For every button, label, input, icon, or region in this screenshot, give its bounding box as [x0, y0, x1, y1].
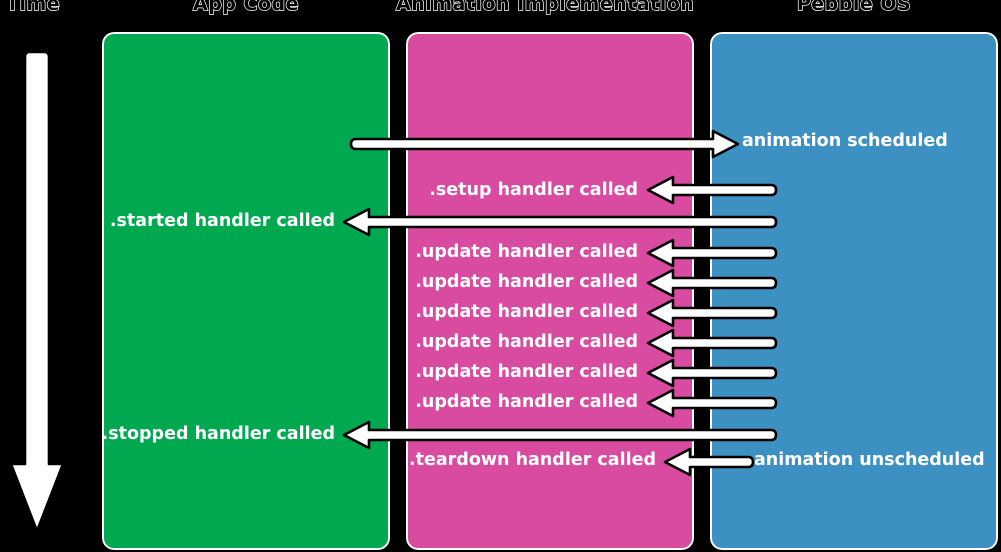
lane-pebble-os [708, 30, 1000, 552]
event-label-update-handler-5: .update handler called [415, 362, 638, 382]
event-label-teardown-handler: .teardown handler called [408, 450, 656, 470]
event-label-animation-scheduled: animation scheduled [742, 131, 948, 151]
event-label-started-handler: .started handler called [109, 211, 335, 231]
lane-app-code [100, 30, 392, 552]
lane-animation-implementation [404, 30, 696, 552]
event-label-animation-unscheduled: animation unscheduled [754, 450, 985, 470]
event-label-stopped-handler: .stopped handler called [101, 424, 335, 444]
event-label-update-handler-1: .update handler called [415, 242, 638, 262]
event-label-update-handler-4: .update handler called [415, 332, 638, 352]
event-label-update-handler-3: .update handler called [415, 302, 638, 322]
column-header-app-code: App Code [192, 0, 299, 16]
event-label-update-handler-6: .update handler called [415, 392, 638, 412]
app-code-call-animation-create: animation_create() [0, 0, 162, 20]
event-label-setup-handler: .setup handler called [429, 180, 638, 200]
time-down-arrow-icon [9, 50, 65, 533]
event-label-update-handler-2: .update handler called [415, 272, 638, 292]
column-header-time: Time [5, 0, 61, 16]
column-header-animation-implementation: Animation Implementation [395, 0, 695, 16]
column-header-pebble-os: Pebble OS [796, 0, 912, 16]
